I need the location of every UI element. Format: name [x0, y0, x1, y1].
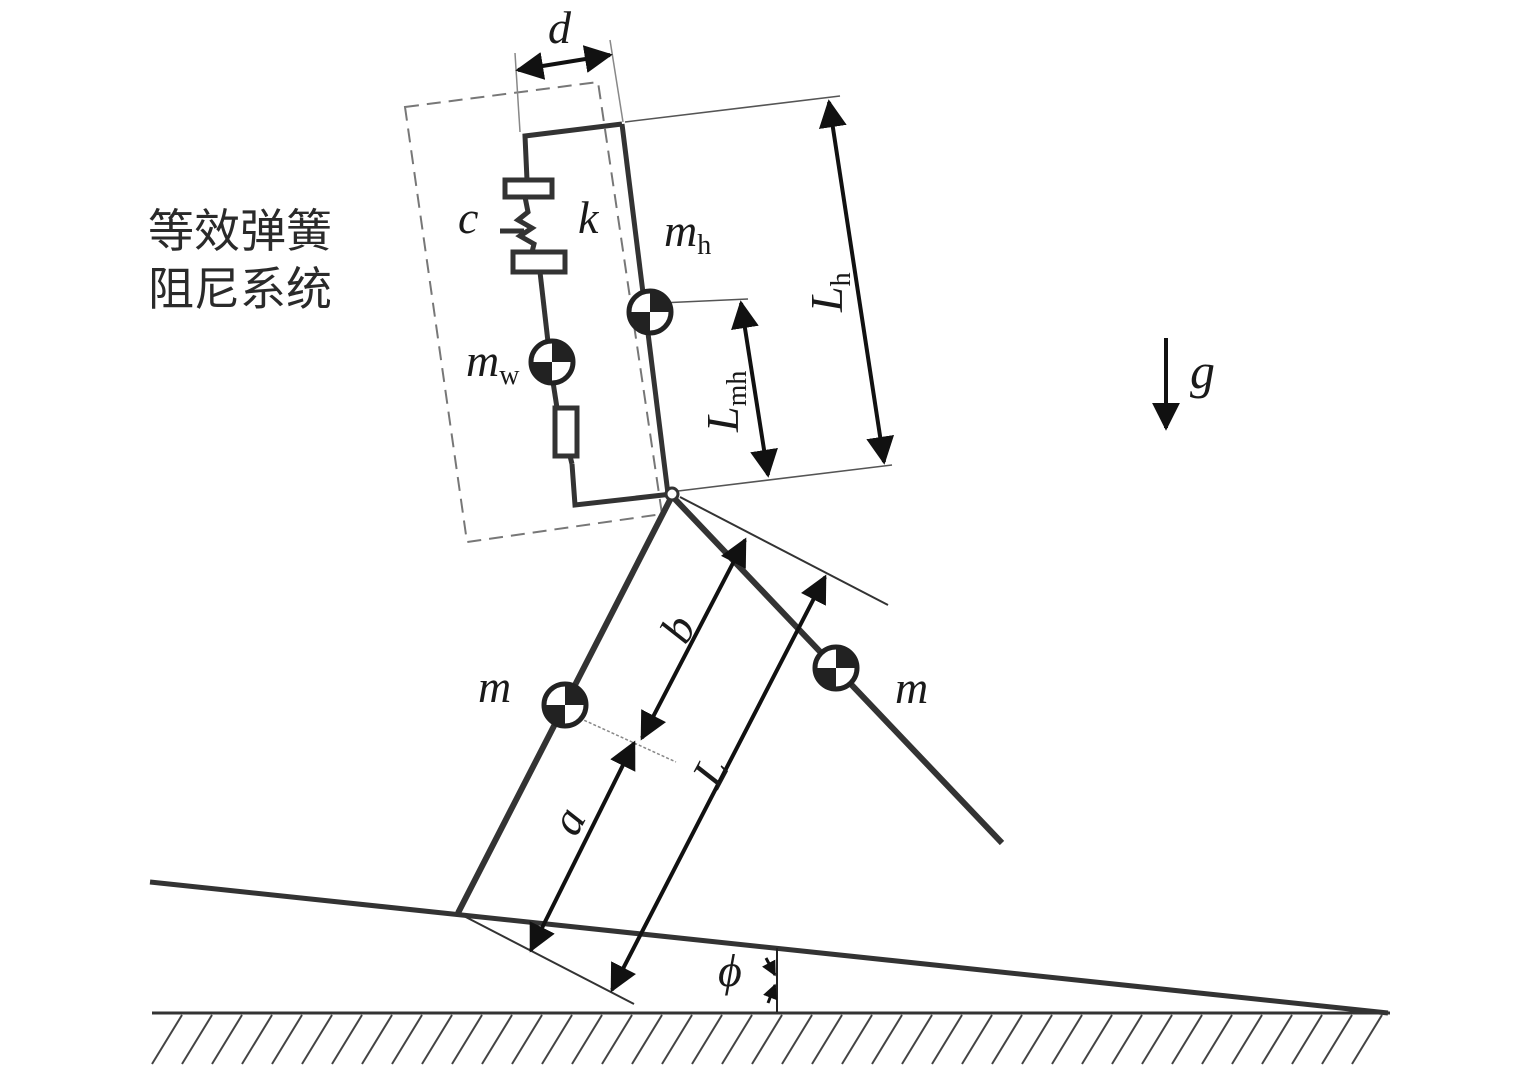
ground-hatch-line [691, 1014, 723, 1065]
ground-hatch-line [1231, 1014, 1263, 1065]
ground-hatch-line [1051, 1014, 1083, 1065]
ground-hatch-line [211, 1014, 243, 1065]
stance-foot-guide [457, 912, 635, 1005]
ground-hatch-line [601, 1014, 633, 1065]
label-g: g [1190, 343, 1215, 399]
lh-bottom-guide [669, 464, 893, 493]
label-a: a [540, 798, 596, 842]
ground-hatch-line [151, 1014, 183, 1065]
ground-hatch-line [481, 1014, 513, 1065]
label-k: k [578, 192, 600, 243]
label-c: c [458, 192, 478, 243]
system-label-line1: 等效弹簧 [148, 204, 332, 258]
ground-hatch-line [901, 1014, 933, 1065]
ground-hatch-line [271, 1014, 303, 1065]
ground-hatch-line [1291, 1014, 1323, 1065]
ground-hatch-line [751, 1014, 783, 1065]
lh-dimension-arrow [818, 99, 895, 465]
ground-hatch-line [331, 1014, 363, 1065]
ground-hatch-line [571, 1014, 603, 1065]
system-label-line2: 阻尼系统 [148, 262, 332, 316]
ground-hatch-line [391, 1014, 423, 1065]
d-guide-right [609, 39, 624, 123]
l-dimension-arrow [610, 574, 827, 993]
ground-hatch-line [811, 1014, 843, 1065]
ground-hatch-line [1081, 1014, 1113, 1065]
label-lmh: Lmh [697, 371, 753, 433]
stance-leg-mass-icon [541, 681, 589, 729]
swing-leg-mass-icon [812, 644, 860, 692]
ground-hatch-line [1351, 1014, 1383, 1065]
ground-hatch-line [931, 1014, 963, 1065]
ground-hatch-line [1261, 1014, 1293, 1065]
ground-hatch-line [1111, 1014, 1143, 1065]
label-d: d [548, 2, 572, 53]
ground-hatch-line [721, 1014, 753, 1065]
ground-hatch-line [631, 1014, 663, 1065]
ground-hatch-line [541, 1014, 573, 1065]
ground-hatch-line [301, 1014, 333, 1065]
ground-hatch-line [181, 1014, 213, 1065]
ground-hatch-line [1141, 1014, 1173, 1065]
label-phi: ϕ [718, 945, 742, 996]
label-m-right: m [895, 662, 928, 713]
ground-hatch-line [421, 1014, 453, 1065]
label-mh: mh [664, 205, 711, 261]
equivalent-system-box [403, 80, 664, 544]
ground-hatch-line [991, 1014, 1023, 1065]
ground-hatch-line [781, 1014, 813, 1065]
ground-hatch-line [361, 1014, 393, 1065]
lh-top-guide [624, 95, 841, 123]
lmh-top-guide [659, 298, 749, 304]
ground-hatch-line [511, 1014, 543, 1065]
wobbling-mass-icon [528, 338, 576, 386]
ground-hatch-line [1171, 1014, 1203, 1065]
ground-hatch-line [241, 1014, 273, 1065]
ground-hatch-line [451, 1014, 483, 1065]
hip-joint [664, 486, 680, 502]
label-lh: Lh [801, 272, 857, 313]
ground-hatch-line [841, 1014, 873, 1065]
label-m-left: m [478, 661, 511, 712]
lmh-dimension-arrow [731, 300, 778, 478]
ground-hatch-line [1021, 1014, 1053, 1065]
ground-hatch-line [961, 1014, 993, 1065]
a-dimension-arrow [529, 740, 636, 953]
hip-mass-icon [626, 288, 674, 336]
d-dimension-arrow [515, 45, 613, 80]
label-b: b [650, 606, 706, 650]
ground-hatch-line [661, 1014, 693, 1065]
label-mw: mw [466, 335, 520, 391]
label-l: L [681, 748, 739, 795]
swing-leg-guide [679, 496, 889, 606]
ground [151, 1011, 1390, 1065]
slope-surface [149, 879, 1389, 1016]
ground-hatch-line [1321, 1014, 1353, 1065]
slope-angle-marker [762, 948, 778, 1012]
ground-hatch-line [871, 1014, 903, 1065]
ground-hatch-line [1201, 1014, 1233, 1065]
